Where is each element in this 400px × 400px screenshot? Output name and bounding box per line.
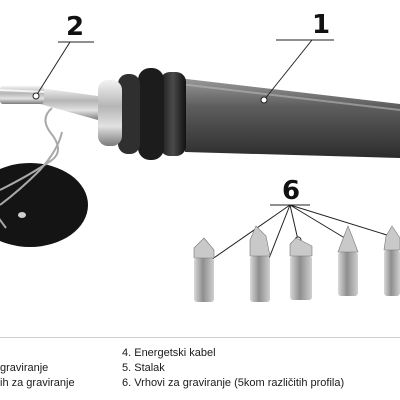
legend-item-4: 4. Energetski kabel bbox=[122, 347, 216, 359]
callout-label-1: 1 bbox=[312, 10, 331, 40]
legend-left-line-2: ih za graviranje bbox=[0, 377, 75, 389]
tip-5 bbox=[383, 225, 400, 296]
tip-1 bbox=[193, 237, 215, 302]
stand-wire bbox=[0, 107, 63, 229]
iron-handle bbox=[178, 78, 400, 158]
legend-divider bbox=[0, 337, 400, 338]
callout-label-2: 2 bbox=[66, 12, 85, 42]
engraving-tips bbox=[193, 225, 400, 302]
grip-rings bbox=[98, 68, 186, 160]
tip-2 bbox=[249, 225, 271, 302]
legend-item-6: 6. Vrhovi za graviranje (5kom različitih… bbox=[122, 377, 345, 389]
stand-base bbox=[0, 163, 88, 247]
legend-left-line-1: graviranje bbox=[0, 362, 49, 374]
callout-label-6: 6 bbox=[282, 176, 301, 206]
heating-element bbox=[0, 86, 98, 120]
tip-3 bbox=[289, 237, 313, 300]
tip-4 bbox=[337, 225, 359, 296]
legend-item-5: 5. Stalak bbox=[122, 362, 165, 374]
